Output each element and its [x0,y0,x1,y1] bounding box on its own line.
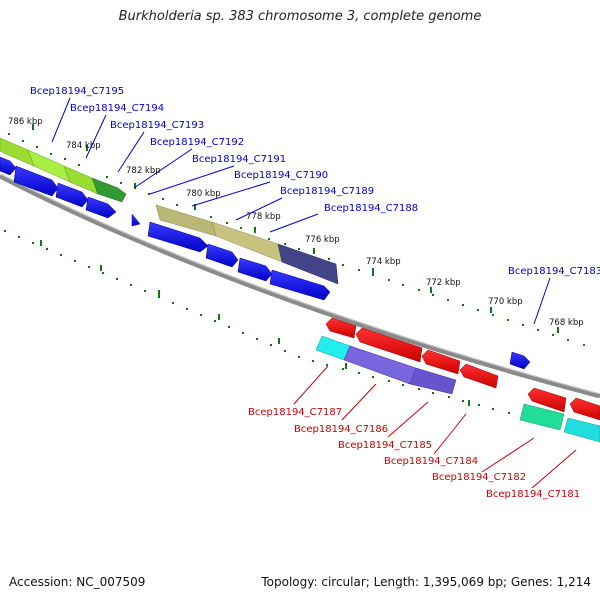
gene-label[interactable]: Bcep18194_C7189 [280,186,374,197]
gene-label[interactable]: Bcep18194_C7185 [338,440,432,451]
gene-label[interactable]: Bcep18194_C7186 [294,424,388,435]
gene-arrow[interactable] [269,269,331,301]
gene-arrow[interactable] [315,335,351,361]
gene-label[interactable]: Bcep18194_C7183 [508,266,600,277]
gene-arrow[interactable] [355,327,423,363]
gene-arrow[interactable] [569,397,600,421]
gene-arrow[interactable] [131,213,141,227]
reverse-gene-band [315,335,600,443]
upper-tick-row [8,124,585,346]
gene-arrow[interactable] [527,387,567,413]
gene-arrow[interactable] [563,417,600,443]
gene-label[interactable]: Bcep18194_C7193 [110,120,204,131]
gene-arrow[interactable] [459,363,499,389]
scale-label: 786 kbp [8,117,43,127]
gene-label[interactable]: Bcep18194_C7188 [324,203,418,214]
reverse-gene-labels: Bcep18194_C7187 Bcep18194_C7186 Bcep1819… [248,407,580,500]
scale-label: 770 kbp [488,297,523,307]
gene-arrow[interactable] [55,182,89,208]
gene-label[interactable]: Bcep18194_C7182 [432,472,526,483]
genome-backbone [0,173,600,399]
scale-label: 772 kbp [426,278,461,288]
gene-arrow[interactable] [85,196,117,219]
reverse-strand-arrows [325,317,600,421]
gene-arrow[interactable] [409,367,457,395]
forward-gene-labels: Bcep18194_C7195 Bcep18194_C7194 Bcep1819… [30,86,600,277]
map-title: Burkholderia sp. 383 chromosome 3, compl… [118,9,482,24]
genome-backbone-highlight [0,173,600,395]
gene-arrow[interactable] [509,351,531,370]
gene-arrow[interactable] [147,221,209,253]
gene-arrow[interactable] [421,349,461,375]
gene-label[interactable]: Bcep18194_C7195 [30,86,124,97]
scale-label: 776 kbp [305,235,340,245]
scale-label: 780 kbp [186,189,221,199]
gene-label[interactable]: Bcep18194_C7194 [70,103,164,114]
gene-arrow[interactable] [237,257,273,282]
gene-arrow[interactable] [13,165,59,197]
gene-label[interactable]: Bcep18194_C7184 [384,456,478,467]
scale-label: 784 kbp [66,141,101,151]
gene-label[interactable]: Bcep18194_C7190 [234,170,328,181]
gene-arrow[interactable] [0,137,35,167]
scale-label: 778 kbp [246,212,281,222]
forward-strand-arrows [0,156,531,370]
scale-labels: 786 kbp 784 kbp 782 kbp 780 kbp 778 kbp … [8,117,584,328]
scale-label: 774 kbp [366,257,401,267]
gene-arrow[interactable] [205,243,239,268]
gene-arrow[interactable] [277,243,339,285]
forward-callout-lines [51,97,551,325]
gene-label[interactable]: Bcep18194_C7192 [150,137,244,148]
gene-label[interactable]: Bcep18194_C7181 [486,489,580,500]
gene-label[interactable]: Bcep18194_C7187 [248,407,342,418]
gene-label[interactable]: Bcep18194_C7191 [192,154,286,165]
gene-arrow[interactable] [91,177,127,203]
reverse-callout-lines [293,365,577,489]
scale-label: 768 kbp [549,318,584,328]
genome-summary: Topology: circular; Length: 1,395,069 bp… [261,575,591,589]
gene-arrow[interactable] [0,156,17,176]
scale-label: 782 kbp [126,166,161,176]
gene-arrow[interactable] [325,317,357,339]
forward-gene-band [0,137,339,285]
accession-label: Accession: NC_007509 [9,575,146,589]
gene-arrow[interactable] [519,403,565,431]
